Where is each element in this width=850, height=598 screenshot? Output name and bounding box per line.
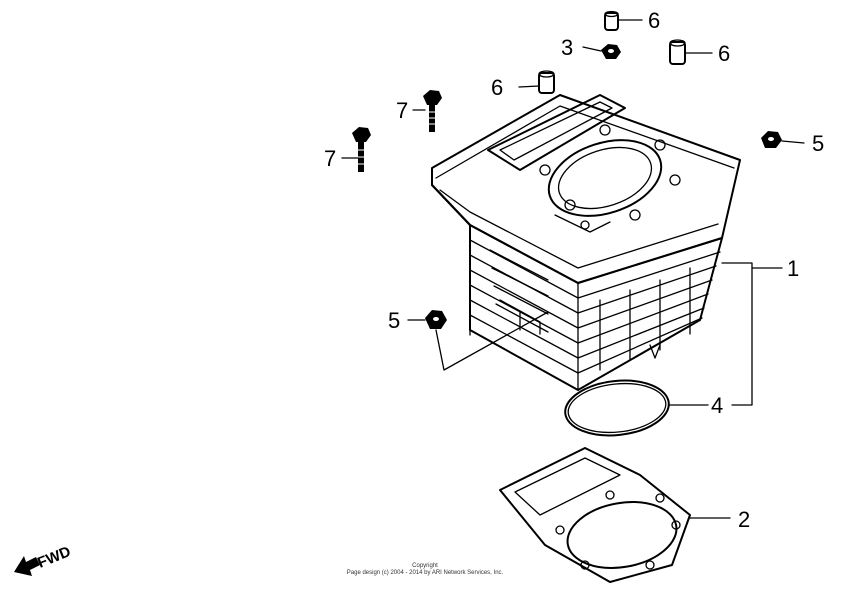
callout-5-left: 5 <box>388 308 400 333</box>
copyright-line-1: Copyright <box>412 563 438 569</box>
callout-6-left: 6 <box>491 75 503 100</box>
callout-2: 2 <box>738 507 750 532</box>
o-ring[interactable] <box>562 376 671 441</box>
flange-nut-right[interactable] <box>761 131 782 148</box>
forward-arrow-icon <box>14 556 40 576</box>
flange-nut-left[interactable] <box>425 310 447 329</box>
callout-7-lower: 7 <box>324 146 336 171</box>
callout-1: 1 <box>787 256 799 281</box>
dowel-pin-top[interactable] <box>604 10 619 31</box>
callout-4: 4 <box>711 393 723 418</box>
base-gasket[interactable] <box>499 447 691 583</box>
copyright-line-2: Page design (c) 2004 - 2014 by ARI Netwo… <box>346 570 504 576</box>
callout-6-top: 6 <box>648 8 660 33</box>
bolt-lower[interactable] <box>352 127 371 172</box>
dowel-pin-right[interactable] <box>669 39 686 65</box>
leader-lines <box>341 19 805 519</box>
bolt-upper[interactable] <box>423 90 442 132</box>
cap-nut[interactable] <box>601 44 621 59</box>
callout-3: 3 <box>561 35 573 60</box>
callout-5-right: 5 <box>812 131 824 156</box>
callout-7-upper: 7 <box>396 98 408 123</box>
cylinder-top-deck <box>431 94 741 284</box>
dowel-pin-left[interactable] <box>538 70 555 94</box>
callout-6-right: 6 <box>718 41 730 66</box>
cylinder-block[interactable] <box>431 94 741 391</box>
